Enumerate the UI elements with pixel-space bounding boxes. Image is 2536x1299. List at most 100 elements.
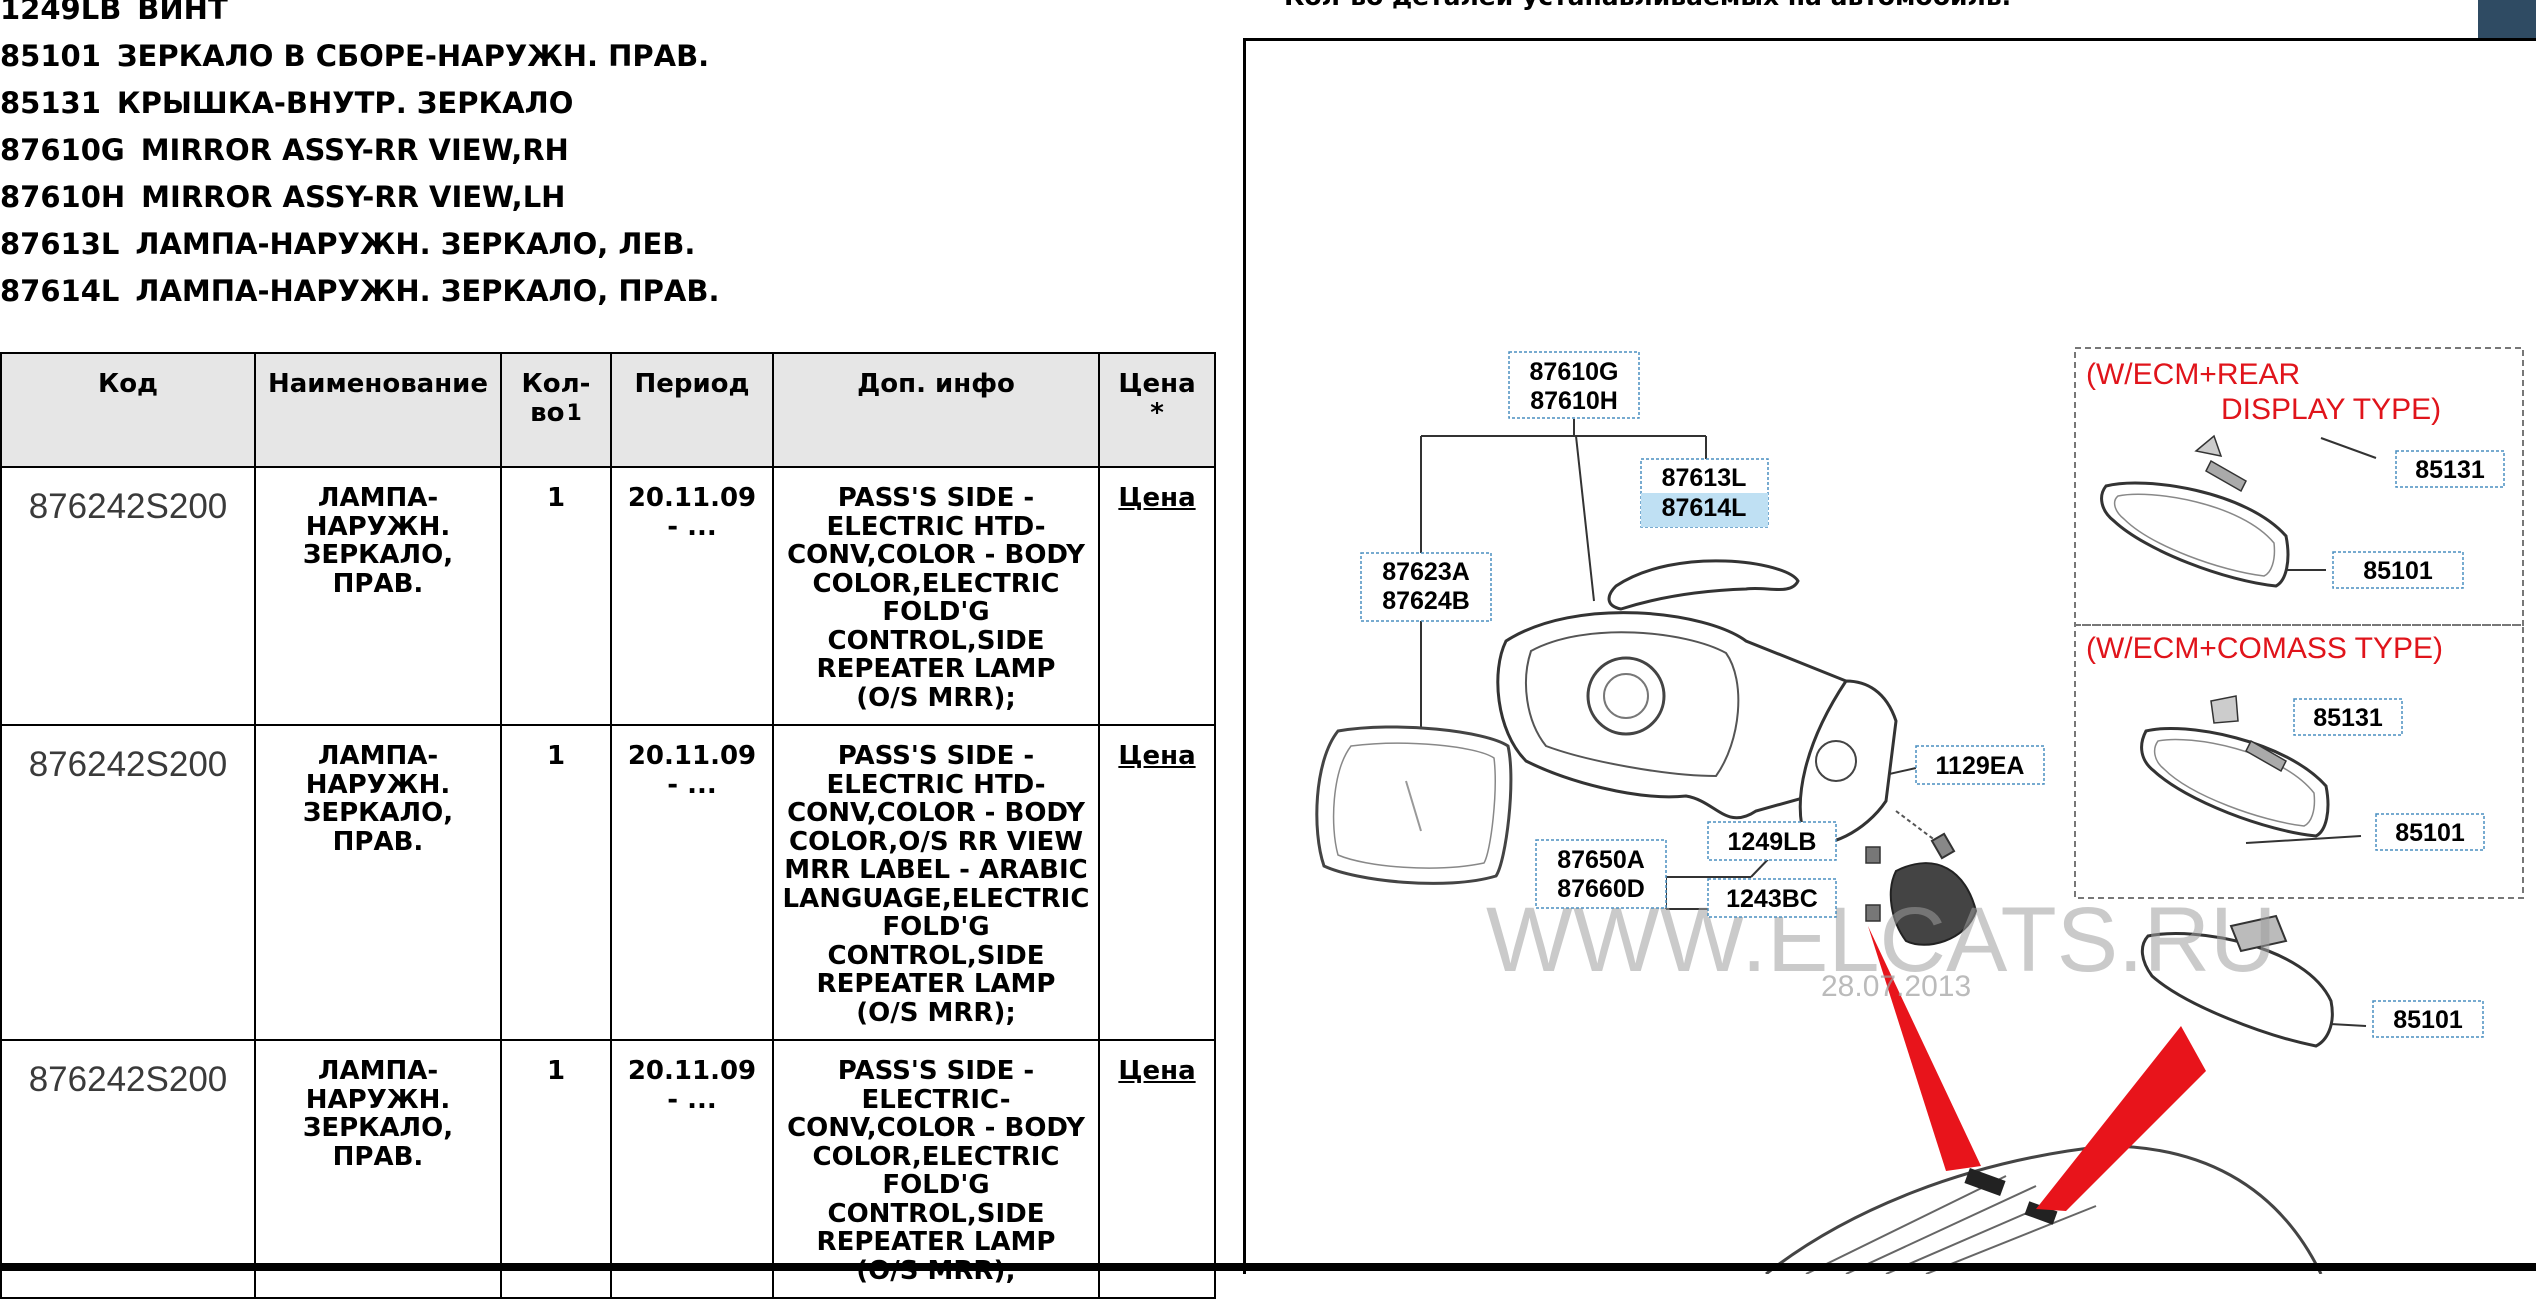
pointer-arrow-left	[1868, 926, 1981, 1171]
cell-info: PASS'S SIDE - ELECTRIC HTD-CONV,COLOR - …	[772, 724, 1100, 1041]
callout-85101-b[interactable]	[2375, 813, 2485, 851]
callout-85101-a[interactable]	[2332, 551, 2464, 589]
callout-label: 87623A	[1382, 558, 1470, 586]
cell-qty: 1	[500, 466, 612, 726]
corner-button[interactable]	[2478, 0, 2536, 40]
callout-label: 85131	[2415, 456, 2485, 484]
option-box-compass	[2074, 624, 2524, 899]
watermark-date: 28.07.2013	[1821, 970, 1971, 1003]
callout-label: 1243BC	[1726, 885, 1818, 913]
cell-period: 20.11.09 - ...	[610, 724, 774, 1041]
header-qty-label: Кол-во	[521, 369, 591, 428]
callout-1129EA[interactable]	[1915, 745, 2045, 785]
callout-label: 85131	[2313, 704, 2383, 732]
part-name: КРЫШКА-ВНУТР. ЗЕРКАЛО	[116, 86, 574, 120]
bottom-border	[0, 1263, 2536, 1271]
quantity-note: Кол-во деталей устанавливаемых на автомо…	[1284, 0, 2011, 11]
parts-list-item: 85101 ЗЕРКАЛО В СБОРЕ-НАРУЖН. ПРАВ.	[0, 33, 1230, 80]
parts-list-item: 1249LB ВИНТ	[0, 0, 1230, 33]
callout-label: 87650A	[1557, 846, 1645, 874]
callout-85101-c[interactable]	[2372, 1000, 2484, 1038]
repeater-lamp-shape	[1889, 862, 1978, 946]
parts-list-item: 85131 КРЫШКА-ВНУТР. ЗЕРКАЛО	[0, 80, 1230, 127]
cell-price: Цена	[1098, 466, 1216, 726]
mirror-housing-shape	[1496, 611, 1859, 820]
cell-name: ЛАМПА-НАРУЖН. ЗЕРКАЛО, ПРАВ.	[254, 466, 502, 726]
callout-label: 87610G	[1530, 358, 1619, 386]
callout-label: 85101	[2363, 557, 2433, 585]
parts-list-item: 87614L ЛАМПА-НАРУЖН. ЗЕРКАЛО, ПРАВ.	[0, 268, 1230, 315]
cell-code: 876242S200	[0, 724, 256, 1041]
cell-qty: 1	[500, 1039, 612, 1299]
cell-name: ЛАМПА-НАРУЖН. ЗЕРКАЛО, ПРАВ.	[254, 1039, 502, 1299]
cell-info: PASS'S SIDE - ELECTRIC-CONV,COLOR - BODY…	[772, 1039, 1100, 1299]
option-box-rear-display	[2074, 347, 2524, 626]
part-name: MIRROR ASSY-RR VIEW,RH	[140, 133, 569, 167]
callout-87650A-87660D[interactable]	[1535, 839, 1667, 909]
part-code: 85131	[0, 86, 101, 120]
part-code: 85101	[0, 39, 101, 73]
callout-label: 87610H	[1530, 387, 1618, 415]
callout-label: 1249LB	[1728, 828, 1817, 856]
table-header-row: Код Наименование Кол-во1 Период Доп. инф…	[0, 352, 1216, 468]
callout-highlight	[1641, 493, 1768, 527]
header-code: Код	[0, 352, 256, 468]
parts-diagram: (W/ECM+REAR DISPLAY TYPE) (W/ECM+COMASS …	[1243, 38, 2536, 1274]
callout-label: 85101	[2393, 1006, 2463, 1034]
part-code: 1249LB	[0, 0, 122, 26]
callout-85131-a[interactable]	[2395, 450, 2505, 488]
header-qty: Кол-во1	[500, 352, 612, 468]
cell-name: ЛАМПА-НАРУЖН. ЗЕРКАЛО, ПРАВ.	[254, 724, 502, 1041]
callout-87610G-87610H[interactable]	[1508, 351, 1640, 419]
price-link[interactable]: Цена	[1118, 741, 1196, 771]
cell-code: 876242S200	[0, 466, 256, 726]
part-code: 87614L	[0, 274, 120, 308]
header-price-label: Цена	[1118, 369, 1196, 399]
inner-mirror-rear-display-shape	[2100, 481, 2290, 588]
parts-diagram-svg: (W/ECM+REAR DISPLAY TYPE) (W/ECM+COMASS …	[1315, 347, 2524, 1274]
parts-list-item: 87610G MIRROR ASSY-RR VIEW,RH	[0, 127, 1230, 174]
option-box-title-line2: DISPLAY TYPE)	[2221, 393, 2441, 426]
table-row: 876242S200 ЛАМПА-НАРУЖН. ЗЕРКАЛО, ПРАВ. …	[0, 466, 1216, 726]
cell-code: 876242S200	[0, 1039, 256, 1299]
header-price-footnote: *	[1150, 398, 1164, 428]
callout-87623A-87624B[interactable]	[1360, 552, 1492, 622]
header-info: Доп. инфо	[772, 352, 1100, 468]
header-name: Наименование	[254, 352, 502, 468]
cell-qty: 1	[500, 724, 612, 1041]
header-qty-footnote: 1	[566, 401, 582, 426]
cell-period: 20.11.09 - ...	[610, 466, 774, 726]
cell-period: 20.11.09 - ...	[610, 1039, 774, 1299]
callout-label: 87614L	[1662, 494, 1747, 522]
lamp-cover-shape	[1607, 559, 1800, 611]
part-name: ЛАМПА-НАРУЖН. ЗЕРКАЛО, ПРАВ.	[135, 274, 720, 308]
parts-list: 1249LB ВИНТ 85101 ЗЕРКАЛО В СБОРЕ-НАРУЖН. …	[0, 0, 1230, 315]
option-box-title-compass: (W/ECM+COMASS TYPE)	[2086, 632, 2443, 665]
part-code: 87610H	[0, 180, 126, 214]
callout-1249LB[interactable]	[1707, 821, 1837, 861]
option-box-title-line1: (W/ECM+REAR	[2086, 358, 2300, 391]
parts-list-item: 87610H MIRROR ASSY-RR VIEW,LH	[0, 174, 1230, 221]
callout-label: 85101	[2395, 819, 2465, 847]
part-code: 87610G	[0, 133, 125, 167]
table-row: 876242S200 ЛАМПА-НАРУЖН. ЗЕРКАЛО, ПРАВ. …	[0, 1039, 1216, 1299]
price-link[interactable]: Цена	[1118, 483, 1196, 513]
cell-price: Цена	[1098, 1039, 1216, 1299]
mirror-glass-inner-shape	[1332, 742, 1496, 869]
callout-85131-b[interactable]	[2293, 698, 2403, 736]
callout-1243BC[interactable]	[1707, 878, 1837, 918]
part-name: ЗЕРКАЛО В СБОРЕ-НАРУЖН. ПРАВ.	[116, 39, 710, 73]
price-link[interactable]: Цена	[1118, 1056, 1196, 1086]
callout-label: 1129EA	[1936, 752, 2025, 780]
pointer-arrow-right	[2036, 1026, 2206, 1211]
inner-mirror-compass-shape	[2140, 727, 2330, 838]
header-period: Период	[610, 352, 774, 468]
part-name: MIRROR ASSY-RR VIEW,LH	[141, 180, 566, 214]
callout-label: 87613L	[1662, 464, 1747, 492]
part-name: ВИНТ	[137, 0, 228, 26]
cell-info: PASS'S SIDE - ELECTRIC HTD-CONV,COLOR - …	[772, 466, 1100, 726]
parts-table: Код Наименование Кол-во1 Период Доп. инф…	[0, 352, 1216, 1299]
part-name: ЛАМПА-НАРУЖН. ЗЕРКАЛО, ЛЕВ.	[135, 227, 696, 261]
callout-label: 87660D	[1557, 875, 1645, 903]
